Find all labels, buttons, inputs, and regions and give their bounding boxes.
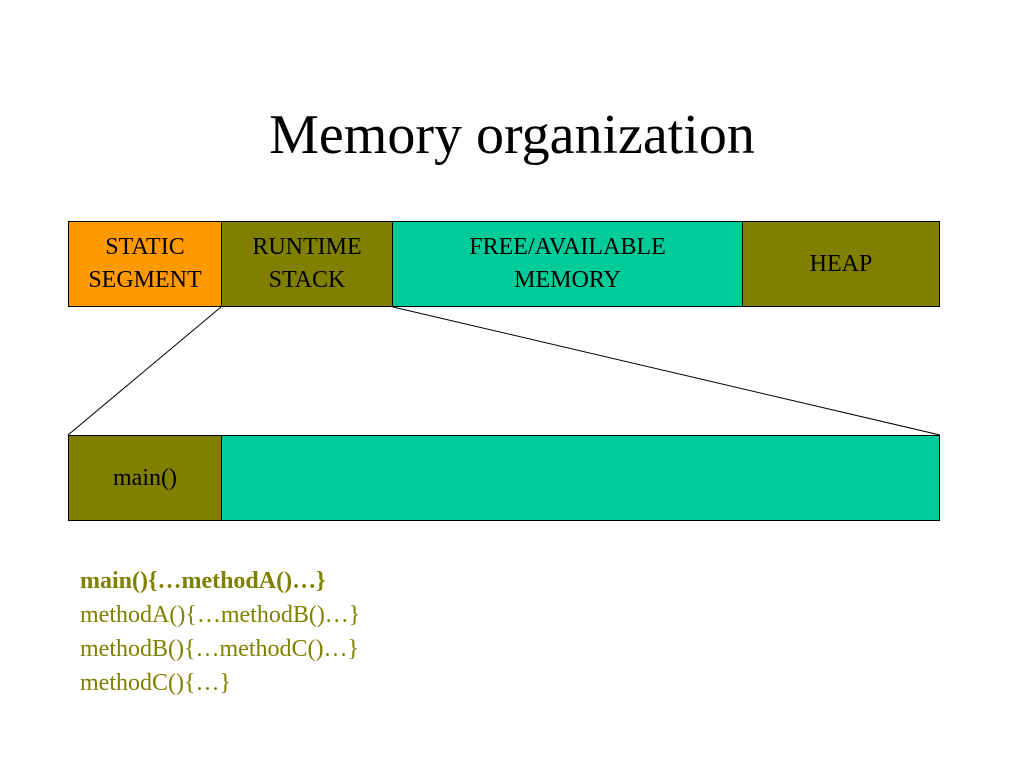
code-line-methodA: methodA(){…methodB()…} (80, 602, 361, 628)
code-listing: main(){…methodA()…} methodA(){…methodB()… (80, 564, 360, 700)
free-memory-block: FREE/AVAILABLE MEMORY (392, 221, 743, 307)
static-segment-block: STATIC SEGMENT (68, 221, 222, 307)
main-stack-frame: main() (68, 435, 222, 521)
code-line-main: main(){…methodA()…} (80, 568, 326, 594)
code-line-methodB: methodB(){…methodC()…} (80, 636, 359, 662)
code-line-methodC: methodC(){…} (80, 670, 232, 696)
heap-block: HEAP (742, 221, 940, 307)
zoom-line-left (67, 306, 222, 436)
slide-title: Memory organization (269, 104, 755, 166)
zoom-line-right (392, 306, 941, 436)
stack-free-area (221, 435, 940, 521)
runtime-stack-block: RUNTIME STACK (221, 221, 393, 307)
